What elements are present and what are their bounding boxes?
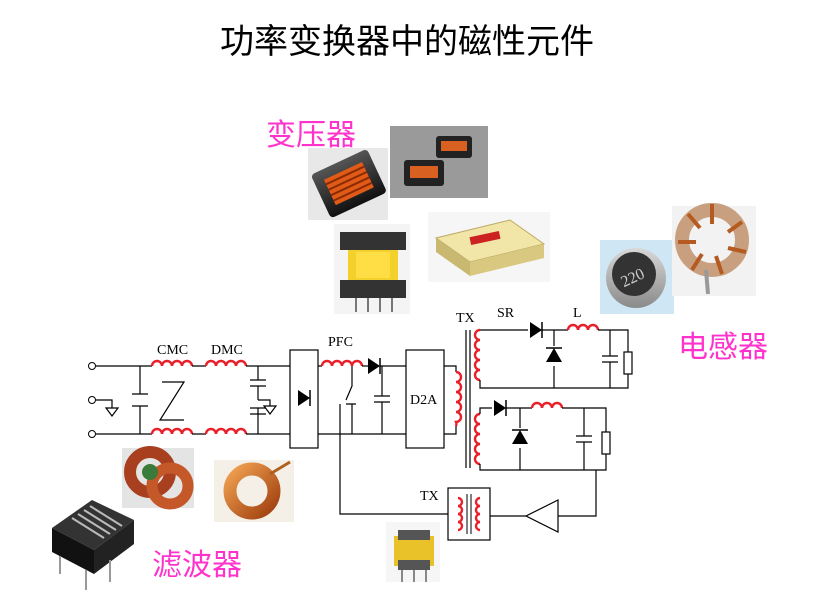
dmc-coil-top xyxy=(204,359,248,367)
page-title: 功率变换器中的磁性元件 xyxy=(220,22,594,62)
feedback-transformer-block xyxy=(447,487,491,541)
inductor-photo-1: 220 xyxy=(600,240,674,314)
label-sr: SR xyxy=(497,306,515,321)
inductor-photo-2 xyxy=(672,203,756,296)
input-terminals xyxy=(88,362,152,438)
category-label-filter: 滤波器 xyxy=(152,548,242,583)
filter-photo-1 xyxy=(122,446,194,510)
label-pfc: PFC xyxy=(328,335,353,350)
cmc-coil-top xyxy=(150,359,194,367)
transformer-photo-4 xyxy=(428,212,550,282)
category-label-inductor: 电感器 xyxy=(678,330,768,365)
filter-photo-3 xyxy=(52,500,134,590)
label-tx-feedback: TX xyxy=(420,489,439,504)
feedback-transformer-photo xyxy=(386,522,440,582)
tx-secondary-coil-2 xyxy=(473,412,481,466)
tx-secondary-coil-1 xyxy=(473,328,481,382)
pfc-coil xyxy=(320,359,364,367)
transformer-photo-2 xyxy=(390,126,488,198)
label-tx-main: TX xyxy=(456,311,475,326)
d2a-block xyxy=(405,349,445,449)
cmc-coil-bottom xyxy=(150,427,194,435)
rectifier-block xyxy=(289,349,319,449)
tx-primary-coil xyxy=(454,370,463,427)
label-d2a: D2A xyxy=(410,393,438,408)
label-l: L xyxy=(573,306,582,321)
output-inductor-coil-2 xyxy=(530,401,564,409)
label-dmc: DMC xyxy=(211,343,243,358)
filter-photo-2 xyxy=(214,460,294,522)
transformer-photo-3 xyxy=(334,224,410,314)
label-cmc: CMC xyxy=(157,343,188,358)
output-inductor-coil-1 xyxy=(566,323,600,331)
transformer-photo-1 xyxy=(308,148,388,220)
category-label-transformer: 变压器 xyxy=(266,118,356,153)
dmc-coil-bottom xyxy=(204,427,248,435)
